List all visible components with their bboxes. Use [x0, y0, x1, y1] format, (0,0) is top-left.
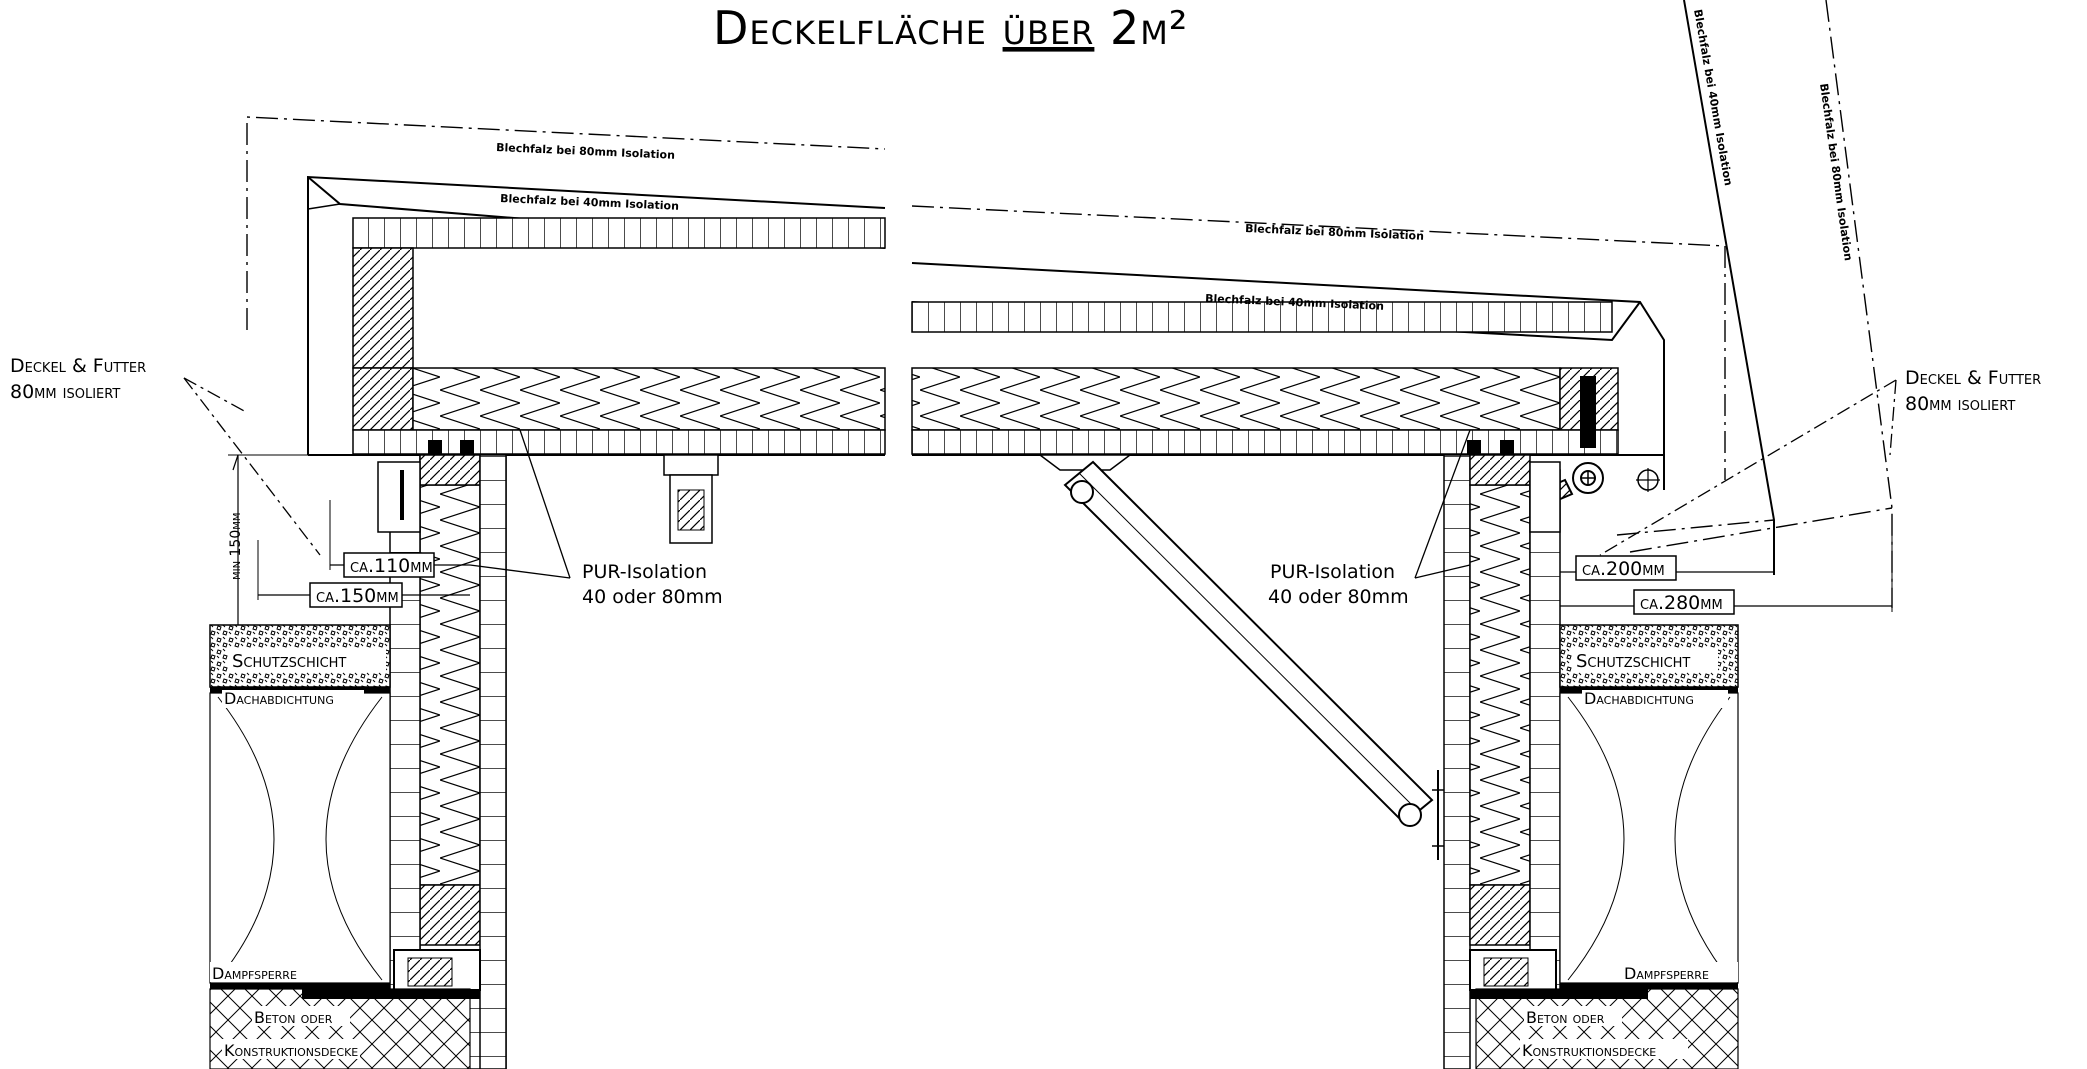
leader-lines [183, 377, 1897, 579]
left-lid [246, 116, 886, 544]
min150-label: min 150mm [228, 513, 244, 581]
pur-label-left-line1: PUR-Isolation [582, 561, 707, 583]
pur-label-right-line2: 40 oder 80mm [1268, 586, 1409, 608]
beton-left-line1: Beton oder [254, 1008, 333, 1027]
lid-label-right-line2: 80mm isoliert [1905, 393, 2015, 415]
left-curb [209, 454, 507, 1069]
dim-ca150: ca.150mm [316, 585, 399, 607]
right-curb [1443, 454, 1739, 1069]
dampfsperre-right: Dampfsperre [1624, 964, 1709, 983]
title-emphasis: über [1003, 1, 1095, 55]
schutzschicht-left: Schutzschicht [232, 651, 346, 672]
fold-80-label-vertical: Blechfalz bei 80mm Isolation [1817, 83, 1855, 262]
right-fold-lines [1616, 0, 1893, 608]
dim-ca110: ca.110mm [350, 555, 433, 577]
fold-80-label-mid: Blechfalz bei 80mm Isolation [1245, 222, 1424, 243]
right-lid [911, 205, 1726, 536]
lid-label-left-line1: Deckel & Futter [10, 355, 146, 377]
drawing-title: Deckelfläche über 2m² [713, 1, 1188, 55]
gas-strut [1037, 454, 1444, 860]
dachabdichtung-right: Dachabdichtung [1584, 689, 1694, 708]
fold-80-label-left: Blechfalz bei 80mm Isolation [496, 141, 675, 162]
pur-label-left-line2: 40 oder 80mm [582, 586, 723, 608]
lid-label-left-line2: 80mm isoliert [10, 381, 120, 403]
beton-left-line2: Konstruktionsdecke [224, 1041, 358, 1060]
lid-label-right-line1: Deckel & Futter [1905, 367, 2041, 389]
beton-right-line2: Konstruktionsdecke [1522, 1041, 1656, 1060]
beton-right-line1: Beton oder [1526, 1008, 1605, 1027]
dim-ca280: ca.280mm [1640, 592, 1723, 614]
schutzschicht-right: Schutzschicht [1576, 651, 1690, 672]
pur-label-right-line1: PUR-Isolation [1270, 561, 1395, 583]
dim-ca200: ca.200mm [1582, 558, 1665, 580]
fold-40-label-vertical: Blechfalz bei 40mm Isolation [1691, 8, 1735, 187]
dampfsperre-left: Dampfsperre [212, 964, 297, 983]
dachabdichtung-left: Dachabdichtung [224, 689, 334, 708]
